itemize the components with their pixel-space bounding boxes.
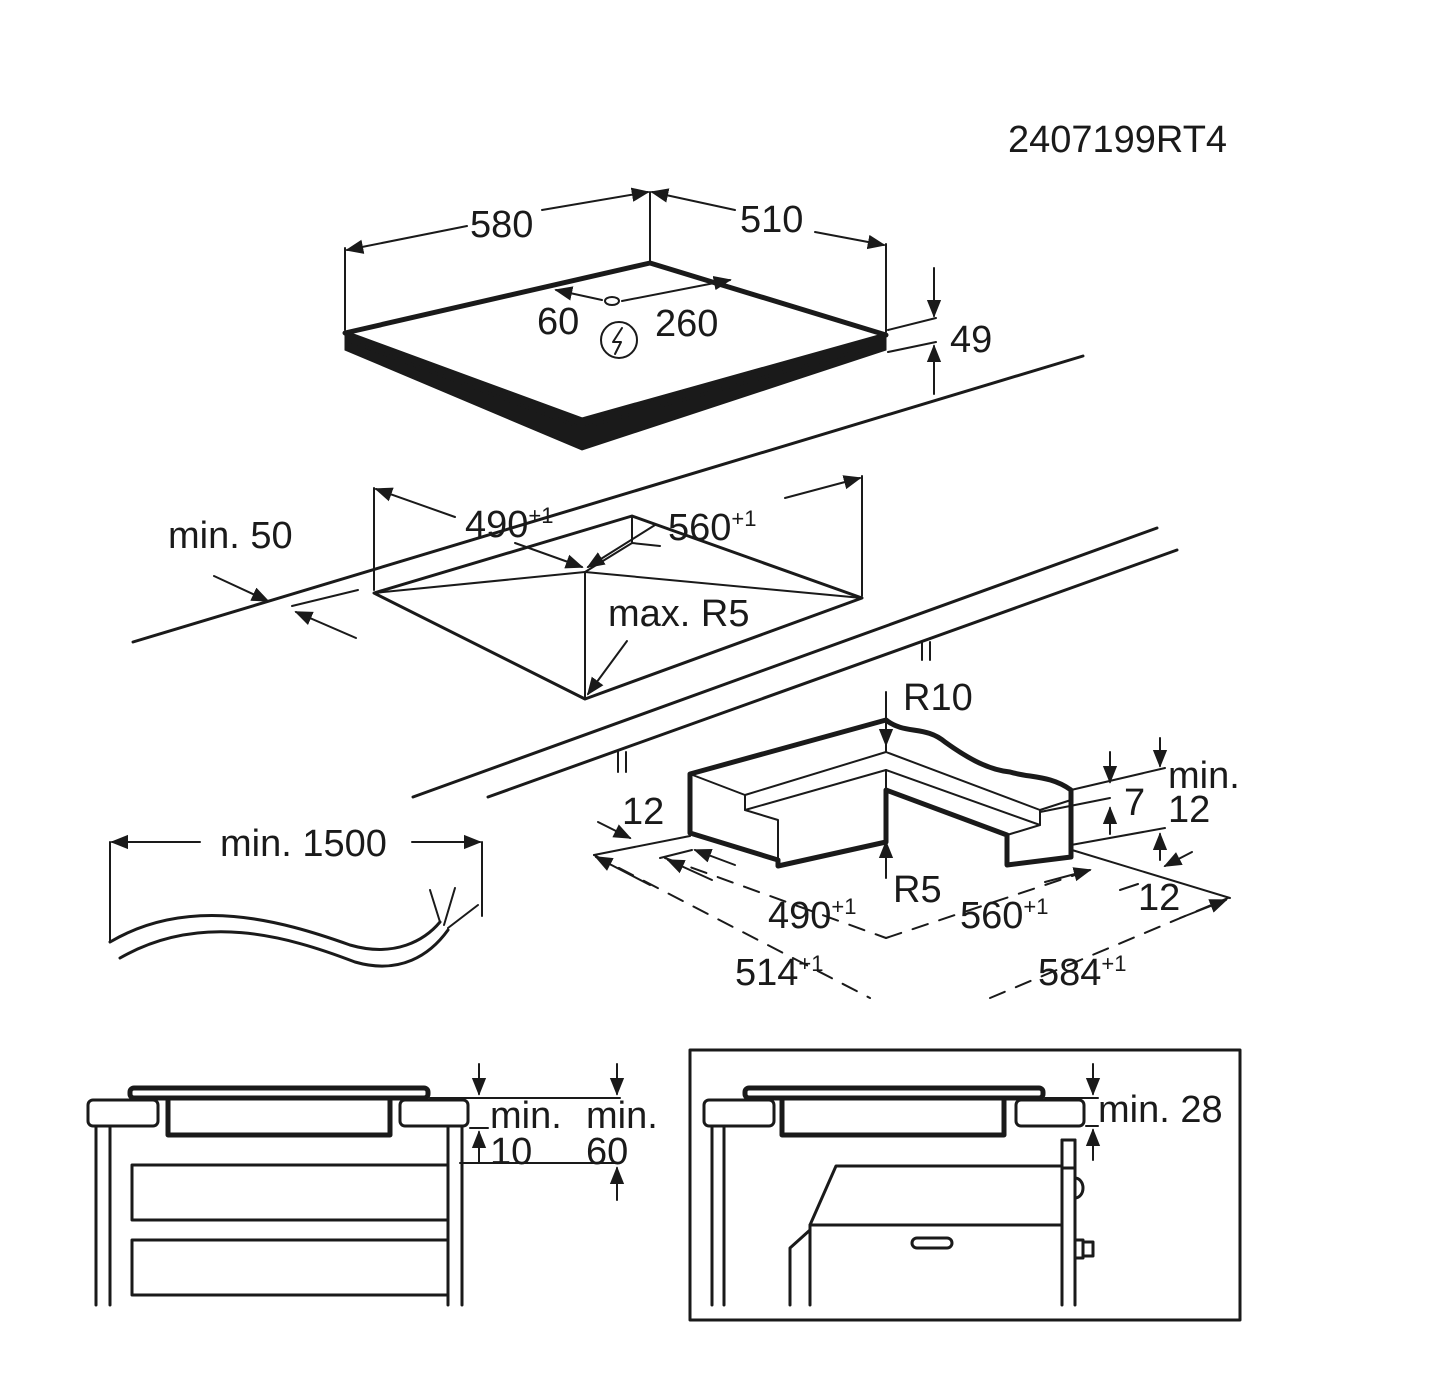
hob-height-label: 49 [950, 319, 992, 361]
side-view-drawers: min. 10 min. 60 [86, 1063, 658, 1307]
hob-width-label: 580 [470, 204, 533, 246]
hob-drawing: 580 510 49 60 260 [342, 187, 992, 451]
worktop-left-b [398, 1098, 470, 1128]
electrical-connection-icon [600, 321, 638, 359]
hob-glass-left [127, 1085, 431, 1101]
worktop-left-a [86, 1098, 160, 1128]
worktop-front-edge-top [411, 526, 1159, 799]
drawer-top [130, 1163, 450, 1222]
side-left-min-value-b: 60 [586, 1131, 628, 1173]
oven-frame-box [688, 1048, 1242, 1322]
oven-body [808, 1164, 1064, 1307]
flush-mount-drawing: R10 R5 12 7 min. 12 12 490+1 560+1 [593, 677, 1240, 999]
cutout-min-front-label: min. 50 [168, 515, 293, 557]
hob-frame [344, 332, 887, 451]
flush-inner-width-dim-label: 560+1 [960, 894, 1049, 937]
side-left-min-label-a: min. [490, 1095, 562, 1137]
flush-min-label: min. [1168, 755, 1240, 797]
hob-glass-right [742, 1085, 1046, 1101]
flush-inner-depth-dim-label: 490+1 [768, 894, 857, 937]
drawer-bottom [130, 1238, 450, 1297]
drawing-code: 2407199RT4 [1008, 119, 1227, 161]
hob-body-left [165, 1097, 393, 1138]
cable-line [108, 914, 442, 951]
worktop-front-edge-bottom [486, 548, 1179, 799]
flush-inner-radius-label: R5 [893, 869, 942, 911]
cutout-radius-label: max. R5 [608, 593, 749, 635]
flush-inner-depth-label: 7 [1124, 782, 1145, 824]
cable-length-label: min. 1500 [220, 823, 387, 865]
worktop-right-a [702, 1098, 776, 1128]
worktop-right-b [1014, 1098, 1086, 1128]
side-left-min-value-a: 10 [490, 1131, 532, 1173]
flush-outer-radius-label: R10 [903, 677, 973, 719]
flush-min-value: 12 [1168, 789, 1210, 831]
oven-handle-icon [910, 1236, 954, 1250]
flush-step-left-label: 12 [622, 791, 664, 833]
cable-drawing: min. 1500 [108, 823, 483, 968]
worktop-back-edge [131, 354, 1085, 644]
flush-step-right-label: 12 [1138, 877, 1180, 919]
connection-depth-label: 260 [655, 303, 718, 345]
flush-outer-depth-dim-label: 514+1 [735, 951, 824, 994]
connection-point-icon [604, 296, 620, 306]
side-left-min-label-b: min. [586, 1095, 658, 1137]
hob-body-right [779, 1097, 1007, 1138]
connection-offset-label: 60 [537, 301, 579, 343]
worktop-cutout-drawing: 490+1 560+1 min. 50 max. R5 [131, 354, 1179, 799]
cutout-depth-label: 490+1 [465, 503, 554, 546]
flush-outer-width-dim-label: 584+1 [1038, 951, 1127, 994]
side-view-oven: min. 28 [688, 1048, 1242, 1322]
flush-frame [687, 717, 1074, 869]
side-right-min-label: min. 28 [1098, 1089, 1223, 1131]
cutout-width-label: 560+1 [668, 506, 757, 549]
hob-depth-label: 510 [740, 199, 803, 241]
